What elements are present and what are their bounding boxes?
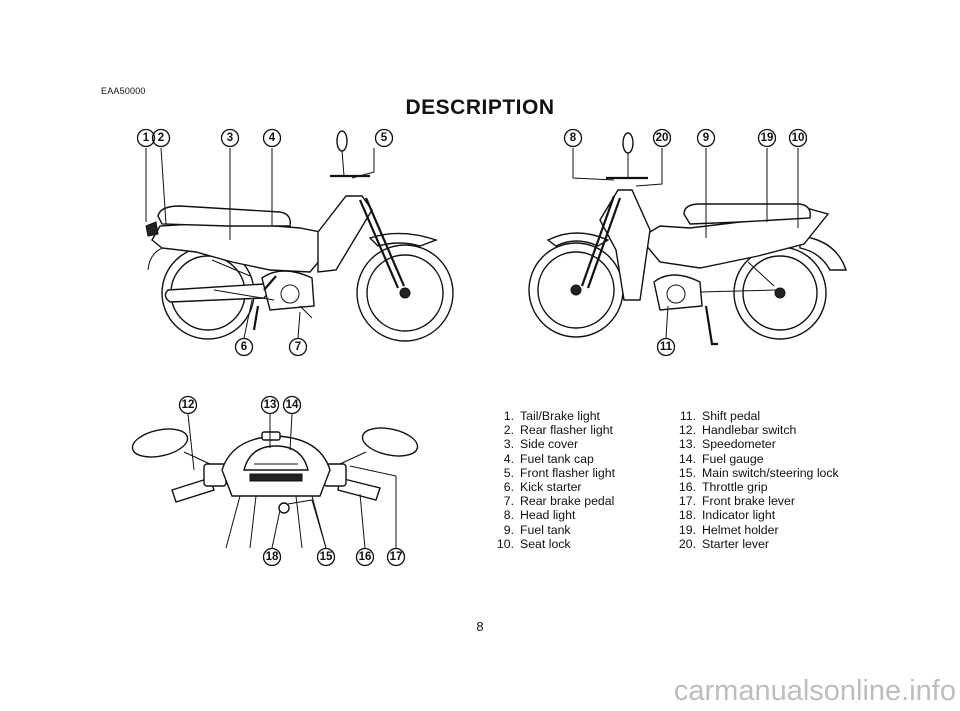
callouts-right-side: 8 20 9 19 10 11 [563, 128, 808, 357]
legend-item-number: 10. [496, 536, 514, 551]
callout-11: 11 [660, 341, 673, 353]
left-side-view [145, 130, 454, 342]
callout-7: 7 [295, 341, 301, 353]
legend-item: 6. Kick starter [490, 480, 615, 494]
callout-12: 12 [182, 399, 195, 411]
legend-column-2: 11. Shift pedal 12. Handlebar switch 13. Spee… [672, 409, 839, 551]
legend-item-number: 6. [503, 480, 514, 495]
legend-item: 1. Tail/Brake light [490, 409, 615, 423]
callout-8: 8 [570, 132, 577, 144]
legend-item-label: Fuel tank cap [520, 451, 594, 466]
legend-item-label: Throttle grip [702, 480, 768, 495]
callout-13: 13 [264, 399, 277, 411]
legend-item-number: 13. [678, 437, 696, 452]
callout-3: 3 [227, 132, 233, 144]
legend-item: 5. Front flasher light [490, 466, 615, 480]
legend-item: 11. Shift pedal [672, 409, 839, 423]
page-title: DESCRIPTION [405, 96, 555, 119]
legend-item-number: 1. [503, 409, 514, 423]
legend-item: 16. Throttle grip [672, 480, 839, 494]
callout-16: 16 [359, 551, 372, 563]
legend-item: 12. Handlebar switch [672, 423, 839, 437]
callout-20: 20 [656, 132, 669, 144]
legend-item: 10. Seat lock [490, 537, 615, 551]
legend-item: 17. Front brake lever [672, 494, 839, 508]
callout-19: 19 [761, 132, 774, 144]
section-code: EAA50000 [101, 86, 146, 96]
legend-item-number: 17. [678, 494, 696, 509]
legend-item-number: 8. [503, 508, 514, 523]
legend-item-label: Tail/Brake light [520, 409, 600, 423]
legend-item-number: 11. [679, 409, 696, 423]
callout-4: 4 [269, 132, 276, 144]
callout-14: 14 [286, 399, 299, 411]
legend-item-label: Seat lock [520, 536, 571, 551]
legend-item-number: 4. [503, 451, 514, 466]
handlebar-view [131, 413, 419, 549]
legend-item: 4. Fuel tank cap [490, 452, 615, 466]
legend-item-label: Rear brake pedal [520, 494, 615, 509]
legend-item-label: Head light [520, 508, 576, 523]
legend-item-label: Front brake lever [702, 494, 795, 509]
callout-5: 5 [381, 132, 388, 144]
legend-item-number: 14. [678, 451, 696, 466]
legend-item-number: 5. [503, 465, 514, 480]
right-side-view [528, 132, 847, 346]
legend-item-label: Indicator light [702, 508, 776, 523]
legend-item-number: 7. [503, 494, 514, 509]
legend-item: 18. Indicator light [672, 508, 839, 522]
callout-6: 6 [241, 341, 247, 353]
legend-item: 14. Fuel gauge [672, 452, 839, 466]
callout-2: 2 [158, 132, 164, 144]
legend-item-label: Shift pedal [702, 409, 761, 423]
legend-item: 7. Rear brake pedal [490, 494, 615, 508]
watermark: carmanualsonline.info [673, 675, 956, 707]
legend-item-number: 15. [678, 465, 696, 480]
legend-item: 20. Starter lever [672, 537, 839, 551]
legend-item-number: 18. [678, 508, 696, 523]
legend-item: 13. Speedometer [672, 437, 839, 451]
legend-item-number: 2. [503, 423, 514, 438]
legend-item-label: Side cover [520, 437, 579, 452]
legend-item-label: Fuel gauge [702, 451, 764, 466]
legend-item-number: 16. [678, 480, 696, 495]
legend-item: 15. Main switch/steering lock [672, 466, 839, 480]
legend-item-label: Helmet holder [702, 522, 779, 537]
legend-item-number: 3. [503, 437, 514, 452]
callout-9: 9 [703, 132, 709, 144]
legend-item: 9. Fuel tank [490, 523, 615, 537]
legend-item-label: Main switch/steering lock [702, 465, 839, 480]
callouts-left-side: 1 2 3 4 5 6 7 [136, 128, 394, 357]
legend-item-label: Front flasher light [520, 465, 616, 480]
legend-item-label: Speedometer [702, 437, 776, 452]
callout-15: 15 [320, 551, 333, 563]
legend-item-label: Kick starter [520, 480, 582, 495]
legend-item-number: 20. [678, 536, 696, 551]
legend-item-label: Handlebar switch [702, 423, 797, 438]
callouts-handlebar: 12 13 14 18 15 16 17 [178, 395, 406, 567]
legend-item-label: Fuel tank [520, 522, 571, 537]
legend-item-number: 12. [678, 423, 696, 438]
legend-item: 3. Side cover [490, 437, 615, 451]
legend-item-label: Starter lever [702, 536, 769, 551]
callout-18: 18 [266, 551, 279, 563]
legend-item: 8. Head light [490, 508, 615, 522]
legend-item: 19. Helmet holder [672, 523, 839, 537]
callout-1: 1 [143, 132, 150, 144]
page-number: 8 [476, 619, 484, 634]
callout-10: 10 [792, 132, 805, 144]
legend-item-number: 9. [503, 522, 514, 537]
legend-item-label: Rear flasher light [520, 423, 613, 438]
legend-item-number: 19. [678, 522, 696, 537]
legend-item: 2. Rear flasher light [490, 423, 615, 437]
callout-17: 17 [390, 551, 403, 563]
